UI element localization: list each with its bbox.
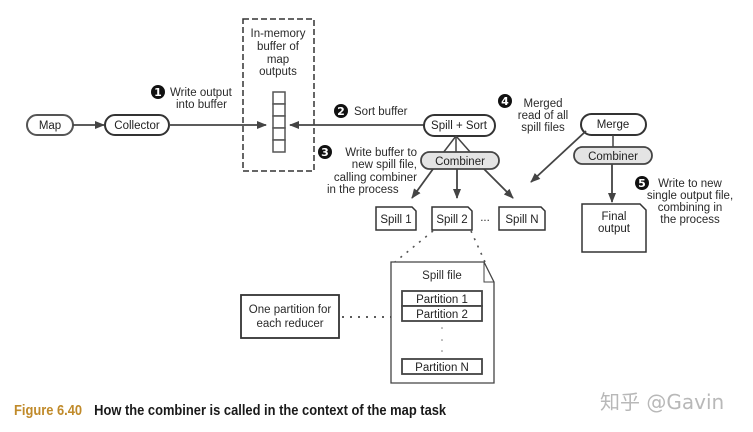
watermark: 知乎 @Gavin — [600, 390, 725, 414]
svg-text:output: output — [598, 223, 631, 235]
step-4-annotation: 4 Merged read of all spill files — [498, 94, 568, 134]
spill-sort-label: Spill + Sort — [431, 120, 488, 132]
svg-text:Merged: Merged — [524, 98, 563, 110]
combiner-spill-label: Combiner — [435, 156, 485, 168]
arrow-combiner-to-spill-n — [483, 168, 514, 199]
svg-text:combining in: combining in — [658, 202, 723, 214]
partition-1: Partition 1 — [401, 290, 483, 307]
svg-text:read of all: read of all — [518, 110, 569, 122]
svg-text:Sort buffer: Sort buffer — [354, 106, 408, 118]
spill-file-title: Spill file — [422, 270, 462, 282]
svg-text:Write buffer to: Write buffer to — [345, 147, 417, 159]
spill-file-n: Spill N — [498, 206, 546, 231]
svg-text:each reducer: each reducer — [256, 318, 323, 330]
collector-label: Collector — [114, 120, 160, 132]
zoom-line-left — [394, 230, 434, 263]
map-label: Map — [39, 120, 61, 132]
spill-sort-combiner-connectors — [442, 135, 472, 154]
partition-ellipsis — [441, 327, 443, 352]
svg-text:Partition N: Partition N — [415, 362, 469, 374]
svg-text:1: 1 — [154, 86, 162, 99]
final-output-file: Final output — [581, 203, 647, 253]
buffer-slots — [272, 91, 286, 153]
figure-label: Figure 6.40 — [14, 402, 83, 419]
step-1-badge — [151, 85, 165, 99]
step-3-annotation: 3 Write buffer to new spill file, callin… — [318, 145, 417, 196]
spill-ellipsis: ... — [480, 212, 490, 224]
svg-text:Partition 2: Partition 2 — [416, 309, 468, 321]
svg-text:Spill 2: Spill 2 — [436, 214, 467, 226]
step-2-badge — [334, 104, 348, 118]
svg-text:the process: the process — [660, 214, 720, 226]
spill-file-2: Spill 2 — [431, 206, 473, 231]
map-node: Map — [26, 114, 74, 136]
step-5-annotation: 5 Write to new single output file, combi… — [635, 176, 733, 226]
step-3-badge — [318, 145, 332, 159]
arrow-merge-read-spills — [530, 130, 587, 183]
svg-text:Spill N: Spill N — [505, 214, 538, 226]
collector-node: Collector — [104, 114, 170, 136]
figure-description: How the combiner is called in the contex… — [94, 402, 447, 419]
step-5-badge — [635, 176, 649, 190]
step-1-annotation: 1 Write output into buffer — [151, 85, 233, 111]
spill-sort-node: Spill + Sort — [423, 114, 496, 137]
arrow-combiner-to-spill-1 — [411, 168, 434, 199]
buffer-label-line-2: buffer of — [257, 41, 300, 53]
svg-text:single output file,: single output file, — [647, 190, 733, 202]
svg-text:Write to new: Write to new — [658, 178, 722, 190]
svg-text:calling combiner: calling combiner — [334, 172, 417, 184]
partition-n: Partition N — [401, 358, 483, 375]
zoom-line-right — [470, 230, 486, 263]
svg-text:into buffer: into buffer — [176, 99, 227, 111]
partition-2: Partition 2 — [401, 305, 483, 322]
partition-note: One partition for each reducer — [240, 294, 340, 339]
svg-text:Write output: Write output — [170, 87, 233, 99]
svg-text:Partition 1: Partition 1 — [416, 294, 468, 306]
svg-text:spill files: spill files — [521, 122, 565, 134]
svg-text:2: 2 — [337, 105, 345, 118]
combiner-spill-node: Combiner — [420, 151, 500, 170]
buffer-label-line-1: In-memory — [251, 28, 306, 40]
svg-text:new spill file,: new spill file, — [352, 159, 417, 171]
svg-text:3: 3 — [321, 146, 329, 159]
combiner-merge-node: Combiner — [573, 146, 653, 165]
svg-text:5: 5 — [638, 177, 646, 190]
figure-caption: Figure 6.40 How the combiner is called in… — [14, 402, 446, 419]
combiner-merge-label: Combiner — [588, 151, 638, 163]
svg-text:4: 4 — [501, 95, 509, 108]
svg-text:One partition for: One partition for — [249, 304, 332, 316]
buffer-label-line-3: map — [267, 54, 289, 66]
svg-text:in the process: in the process — [327, 184, 399, 196]
step-2-annotation: 2 Sort buffer — [334, 104, 408, 118]
svg-text:Spill 1: Spill 1 — [380, 214, 411, 226]
spill-file-detail: Spill file Partition 1 Partition 2 Parti… — [390, 261, 495, 384]
merge-label: Merge — [597, 119, 630, 131]
buffer-label-line-4: outputs — [259, 66, 297, 78]
spill-file-1: Spill 1 — [375, 206, 417, 231]
in-memory-buffer: In-memory buffer of map outputs — [242, 18, 315, 172]
step-4-badge — [498, 94, 512, 108]
merge-node: Merge — [580, 113, 647, 136]
svg-text:Final: Final — [602, 211, 627, 223]
